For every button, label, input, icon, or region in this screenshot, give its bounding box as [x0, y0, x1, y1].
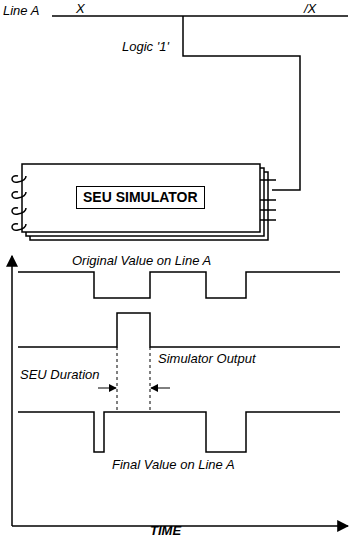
spiral-ring — [12, 192, 26, 199]
final-waveform — [18, 412, 340, 452]
output-pin — [260, 219, 276, 221]
duration-arrow — [151, 388, 170, 389]
notebook-page — [22, 164, 260, 232]
spiral-ring — [12, 176, 26, 183]
waveform-title: Original Value on Line A — [72, 254, 211, 267]
waveform-title: Simulator Output — [158, 352, 256, 365]
simulator-waveform — [18, 313, 340, 347]
y-axis — [11, 256, 13, 526]
waveform-title: Final Value on Line A — [112, 458, 235, 471]
box-title: SEU SIMULATOR — [83, 190, 198, 205]
simulator-box: SEU SIMULATOR — [76, 186, 205, 209]
duration-label: SEU Duration — [20, 368, 99, 381]
spiral-ring — [12, 208, 26, 215]
output-pin — [260, 209, 276, 211]
signal-value: X — [76, 2, 85, 15]
spiral-ring — [12, 224, 26, 231]
duration-arrow — [98, 388, 116, 389]
signal-name: Line A — [3, 4, 39, 17]
output-pin — [260, 179, 276, 181]
output-pin — [260, 199, 276, 201]
axis-label: TIME — [150, 524, 181, 537]
signal-value: /X — [304, 2, 316, 15]
logic-level: Logic '1' — [122, 40, 169, 53]
duration-marker — [150, 347, 151, 412]
original-waveform — [18, 272, 340, 298]
signal-line — [52, 15, 348, 17]
duration-marker — [117, 347, 118, 412]
